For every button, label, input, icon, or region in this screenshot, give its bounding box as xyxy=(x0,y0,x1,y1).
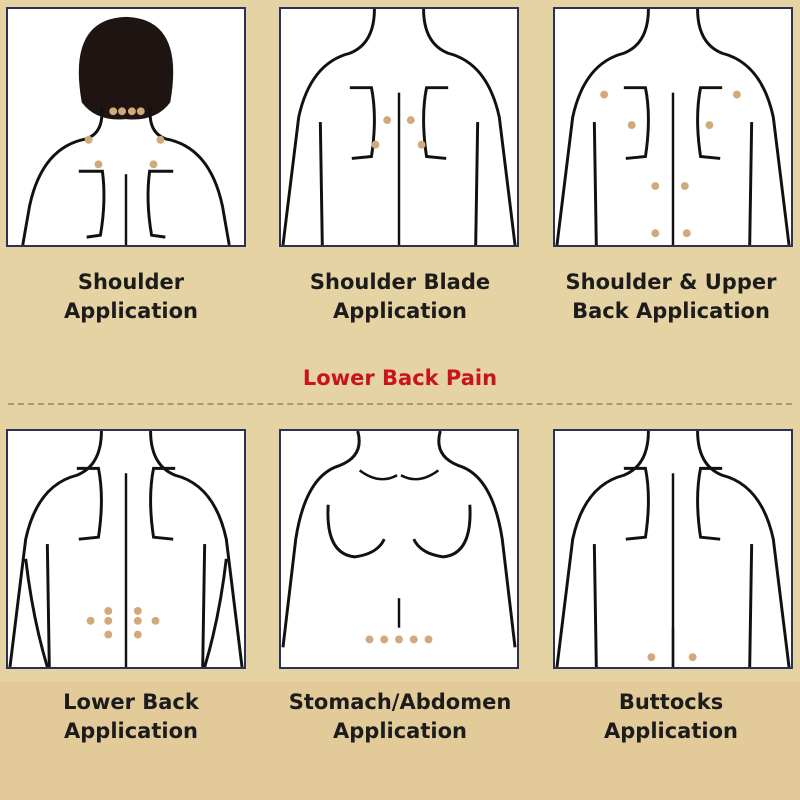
application-point xyxy=(136,107,145,116)
dashed-divider xyxy=(8,403,792,405)
application-point xyxy=(133,607,142,615)
application-point xyxy=(156,135,165,144)
application-point xyxy=(149,160,158,169)
section-title: Lower Back Pain xyxy=(302,366,498,390)
body-illustration xyxy=(8,431,244,667)
label-line: Shoulder & Upper xyxy=(565,270,777,294)
label-line: Back Application xyxy=(572,299,770,323)
body-illustration xyxy=(281,9,517,245)
application-point xyxy=(651,229,660,238)
application-point xyxy=(627,121,636,129)
application-point xyxy=(84,135,93,144)
label-line: Application xyxy=(64,299,198,323)
application-point xyxy=(365,635,374,644)
application-point xyxy=(406,116,415,125)
application-point xyxy=(417,140,426,149)
label-line: Shoulder xyxy=(77,270,185,294)
application-point xyxy=(680,182,689,190)
application-point xyxy=(104,616,113,625)
application-point xyxy=(371,140,380,149)
application-point xyxy=(395,635,403,644)
application-point xyxy=(104,630,113,639)
label-line: Stomach/Abdomen xyxy=(288,690,512,714)
panel-stomach-abdomen xyxy=(279,429,519,669)
application-point xyxy=(380,635,389,644)
label-line: Shoulder Blade xyxy=(309,270,491,294)
application-point xyxy=(732,90,741,99)
application-point xyxy=(104,607,113,615)
body-illustration xyxy=(281,431,517,648)
application-point xyxy=(127,107,136,116)
label-line: Lower Back xyxy=(63,690,199,714)
application-point xyxy=(651,182,660,190)
application-point xyxy=(705,121,714,129)
application-point xyxy=(133,630,142,639)
panel-lower-back xyxy=(6,429,246,669)
panel-shoulder xyxy=(6,7,246,247)
label-line: Application xyxy=(333,299,467,323)
application-point xyxy=(647,653,656,662)
label-line: Application xyxy=(64,719,198,743)
panel-shoulder-upper-back xyxy=(553,7,793,247)
application-point xyxy=(383,116,392,125)
application-point xyxy=(682,229,691,238)
application-point xyxy=(424,635,433,644)
label-line: Application xyxy=(604,719,738,743)
body-illustration xyxy=(21,16,231,245)
application-point xyxy=(688,653,697,662)
application-point xyxy=(109,107,118,116)
application-point xyxy=(600,90,609,99)
panel-shoulder-blade xyxy=(279,7,519,247)
panel-buttocks xyxy=(553,429,793,669)
label-line: Application xyxy=(333,719,467,743)
application-point xyxy=(118,107,126,116)
application-point xyxy=(133,616,142,625)
application-point xyxy=(86,616,95,625)
label-line: Buttocks xyxy=(618,690,724,714)
body-illustration xyxy=(555,431,791,667)
body-illustration xyxy=(555,9,791,245)
application-point xyxy=(151,616,160,625)
bottom-band xyxy=(0,682,800,800)
application-point xyxy=(409,635,418,644)
application-point xyxy=(94,160,103,169)
